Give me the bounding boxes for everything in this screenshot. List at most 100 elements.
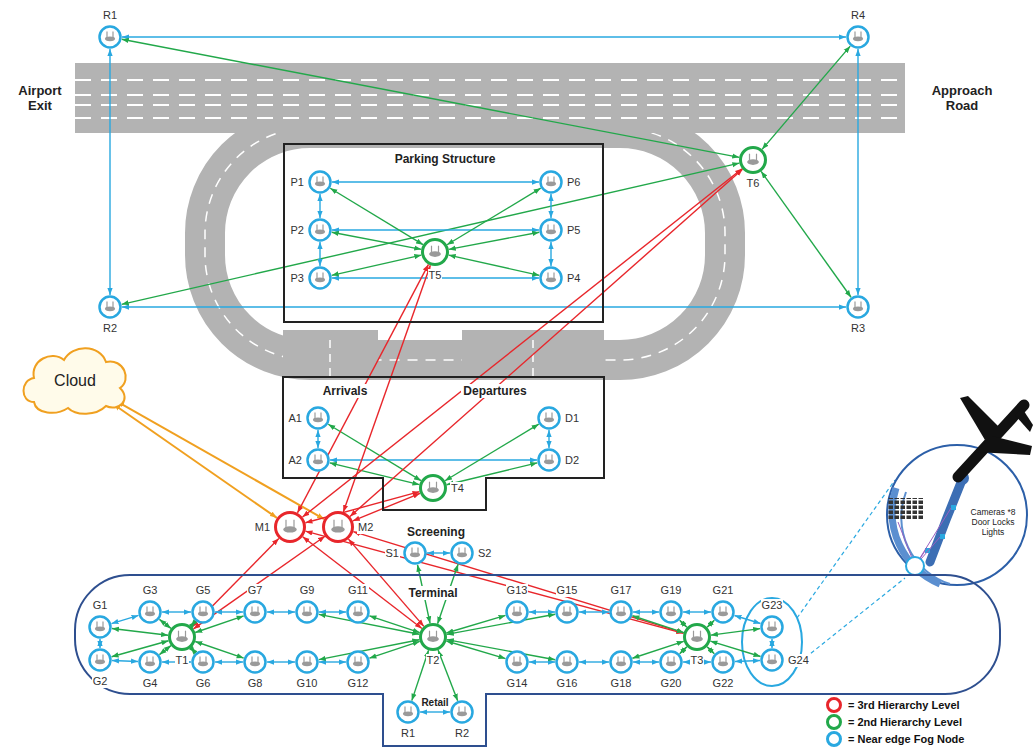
- callout-note: Cameras *8 Door Locks Lights: [965, 507, 1021, 537]
- node-label: P6: [566, 176, 581, 189]
- fog-node-circle: [346, 600, 370, 624]
- link-arrow: [305, 531, 683, 633]
- fog-node-circle: [539, 218, 563, 242]
- link-arrow: [683, 611, 711, 612]
- link-arrow: [191, 648, 195, 653]
- node-label: T1: [175, 654, 190, 667]
- link-arrow: [680, 620, 687, 627]
- fog-node: M1: [274, 511, 306, 543]
- link-arrow: [353, 493, 420, 521]
- link-arrow: [446, 641, 505, 659]
- node-label: G17: [610, 584, 633, 597]
- node-label: G3: [142, 584, 159, 597]
- fog-node-circle: [539, 266, 563, 290]
- link-arrow: [427, 552, 450, 553]
- node-label: M1: [254, 521, 271, 534]
- fog-node-circle: [555, 600, 579, 624]
- node-label: R1: [400, 727, 416, 740]
- link-arrow: [330, 188, 423, 244]
- link-arrow: [633, 661, 659, 662]
- fog-node-circle: [88, 648, 112, 672]
- link-arrow: [122, 163, 740, 304]
- link-arrow: [447, 188, 541, 245]
- node-label: T4: [450, 482, 465, 495]
- link-arrow: [735, 660, 760, 661]
- fog-node-circle: [243, 600, 267, 624]
- link-arrow: [99, 639, 100, 648]
- fog-node-circle: [846, 25, 870, 49]
- fog-node-circle: [98, 295, 122, 319]
- fog-node: G13: [505, 600, 529, 624]
- node-label: G23: [761, 599, 784, 612]
- highway: [75, 63, 905, 133]
- node-label: G4: [142, 677, 159, 690]
- area-region: ArrivalsDeparturesA1D1A2D2T4: [283, 377, 604, 510]
- fog-node-circle: [537, 448, 561, 472]
- fog-node-circle: [308, 266, 332, 290]
- link-arrow: [109, 49, 110, 295]
- fog-node-circle: [421, 238, 449, 266]
- link-arrow: [857, 49, 858, 295]
- link-arrow: [319, 611, 346, 612]
- link-arrow: [267, 611, 295, 612]
- link-arrow: [305, 492, 419, 523]
- fog-node-circle: [306, 448, 330, 472]
- link-arrow: [350, 169, 743, 516]
- region-title: Arrivals: [321, 384, 370, 398]
- legend-text: = Near edge Fog Node: [848, 732, 964, 746]
- road-label: Airport Exit: [9, 83, 71, 113]
- link-arrow: [445, 424, 539, 481]
- fog-node-circle: [322, 511, 354, 543]
- fog-node-circle: [846, 295, 870, 319]
- node-label: G14: [506, 677, 529, 690]
- fog-node-circle: [396, 700, 420, 724]
- link-arrow: [548, 430, 549, 448]
- fog-node-circle: [505, 600, 529, 624]
- link-arrow: [369, 616, 419, 633]
- link-arrow: [192, 538, 279, 627]
- fog-node-circle: [295, 650, 319, 674]
- fog-node-circle: [308, 218, 332, 242]
- node-label: P3: [290, 272, 305, 285]
- node-label: P1: [290, 176, 305, 189]
- fog-node: G4: [138, 650, 162, 674]
- link-arrow: [112, 660, 138, 661]
- fog-node: T3: [683, 623, 711, 651]
- fog-node-circle: [739, 146, 767, 174]
- node-label: R1: [102, 9, 118, 22]
- link-arrow: [761, 171, 851, 297]
- link-arrow: [332, 232, 421, 249]
- node-label: G5: [195, 584, 212, 597]
- node-label: G16: [556, 677, 579, 690]
- node-label: M2: [357, 521, 374, 534]
- link-arrow: [438, 650, 458, 701]
- fog-node: G1: [88, 615, 112, 639]
- link-arrow: [114, 404, 277, 518]
- fog-node: R2: [98, 295, 122, 319]
- node-label: D2: [564, 454, 580, 467]
- fog-node-circle: [346, 650, 370, 674]
- fog-node: G3: [138, 600, 162, 624]
- link-arrow: [319, 194, 320, 218]
- link-arrow: [711, 629, 760, 636]
- link-arrow: [319, 661, 346, 662]
- link-arrow: [122, 36, 846, 37]
- fog-node-circle: [537, 406, 561, 430]
- area-region: Parking StructureP1P6P2P5T5P3P4: [283, 143, 604, 323]
- link-arrow: [112, 628, 168, 635]
- fog-node: T4: [419, 474, 447, 502]
- fog-node: A1: [306, 406, 330, 430]
- link-arrow: [550, 194, 551, 218]
- fog-node: M2: [322, 511, 354, 543]
- fog-node: T5: [421, 238, 449, 266]
- node-label: P4: [566, 272, 581, 285]
- fog-node: T2: [419, 623, 447, 651]
- fog-node: G23: [760, 615, 784, 639]
- fog-node: P5: [539, 218, 563, 242]
- node-label: A1: [288, 412, 303, 425]
- fog-node: G17: [609, 600, 633, 624]
- area-label: Screening: [407, 525, 465, 539]
- fog-node-circle: [505, 650, 529, 674]
- link-arrow: [159, 619, 171, 628]
